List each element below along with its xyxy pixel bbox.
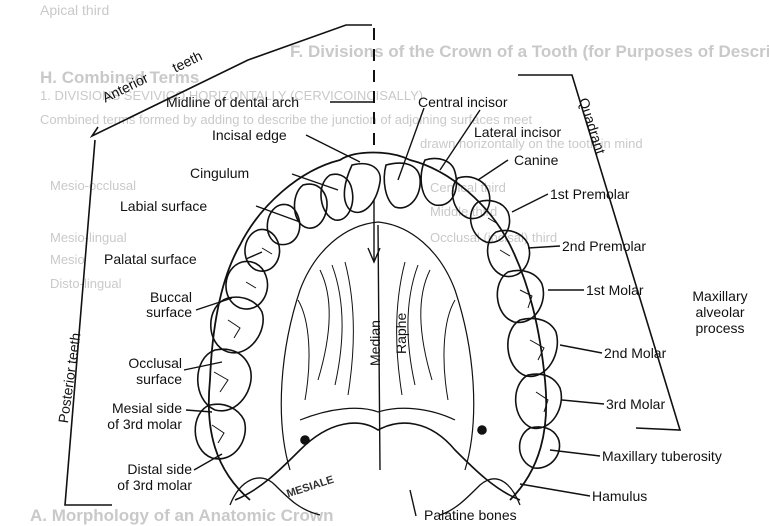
incisal-edge-label: Incisal edge <box>212 128 287 143</box>
second-premolar-label: 2nd Premolar <box>562 239 646 254</box>
buccal-label: Buccal <box>128 290 192 305</box>
central-incisor-label: Central incisor <box>418 95 507 110</box>
distal-3rd-molar-label: of 3rd molar <box>80 478 192 493</box>
first-molar-label: 1st Molar <box>586 283 644 298</box>
mesial-3rd-molar-label: of 3rd molar <box>80 417 182 432</box>
maxillary-label: Maxillary <box>680 289 760 304</box>
first-premolar-label: 1st Premolar <box>550 187 629 202</box>
hamulus-label: Hamulus <box>592 489 647 504</box>
alveolar-label: alveolar <box>680 305 760 320</box>
labial-surface-label: Labial surface <box>120 199 207 214</box>
occlusal-surface-label: surface <box>100 372 182 387</box>
posterior-bracket <box>65 140 112 505</box>
palatal-surface-label: Palatal surface <box>104 252 197 267</box>
buccal-surface-label: surface <box>128 305 192 320</box>
cingulum-label: Cingulum <box>190 166 249 181</box>
midline-label: Midline of dental arch <box>166 95 299 110</box>
mesial-side-label: Mesial side <box>80 401 182 416</box>
maxillary-tuberosity-label: Maxillary tuberosity <box>602 449 722 464</box>
occlusal-label: Occlusal <box>100 356 182 371</box>
median-label: Median <box>368 320 383 366</box>
distal-side-label: Distal side <box>80 462 192 477</box>
raphe-label: Raphe <box>394 313 409 354</box>
canine-label: Canine <box>514 153 558 168</box>
second-molar-label: 2nd Molar <box>604 346 666 361</box>
third-molar-label: 3rd Molar <box>606 397 665 412</box>
process-label: process <box>680 321 760 336</box>
lateral-incisor-label: Lateral incisor <box>474 125 561 140</box>
palatine-bones-label: Palatine bones <box>424 508 517 523</box>
